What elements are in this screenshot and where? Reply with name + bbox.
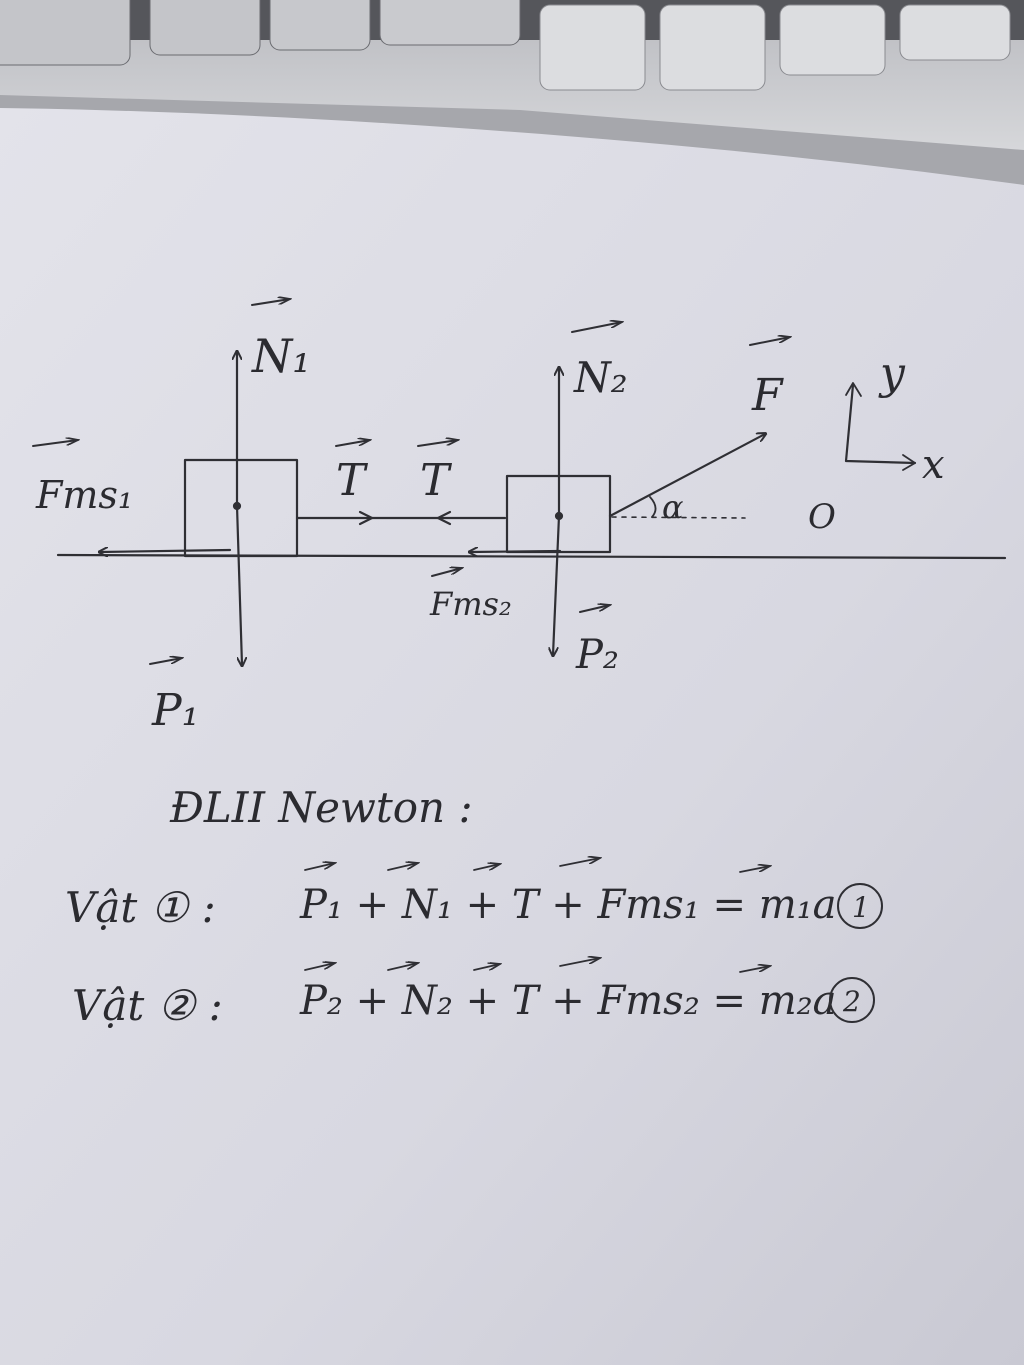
force-P2-arrow [553, 514, 561, 655]
angle-reference-line [611, 516, 746, 519]
equation-2: P₂ + N₂ + T + Fms₂ = m₂a [299, 978, 837, 1024]
label-F: F [751, 370, 784, 421]
equation-2-tag-circle [829, 977, 875, 1023]
vector-bars [32, 299, 790, 665]
label-T-right: T [420, 455, 453, 506]
label-axis-y: y [878, 348, 906, 399]
force-Fms1-arrow [100, 550, 232, 552]
label-axis-x: x [922, 442, 945, 488]
label-alpha: α [662, 488, 684, 526]
axes-icon [844, 383, 917, 465]
label-origin: O [808, 497, 836, 537]
equation-1-label: Vật ① : [65, 883, 216, 932]
label-N1: N₁ [251, 329, 311, 383]
equation-1-tag: 1 [852, 891, 870, 924]
equation-2-label: Vật ② : [72, 981, 223, 1030]
equation-1: P₁ + N₁ + T + Fms₁ = m₁a [299, 882, 837, 928]
force-F-arrow [608, 434, 765, 518]
equation-1-tag-circle [837, 883, 883, 929]
force-P1-arrow [235, 504, 242, 665]
label-N2: N₂ [573, 353, 628, 402]
block-1 [183, 458, 299, 558]
paper-sheet [0, 108, 1024, 1365]
equation-vector-bars [304, 858, 770, 973]
label-P2: P₂ [575, 632, 619, 678]
equation-2-tag: 2 [842, 985, 861, 1018]
label-T-left: T [336, 455, 369, 506]
force-diagram [56, 352, 1007, 665]
label-Fms1: Fms₁ [35, 473, 133, 517]
force-Fms2-arrow [470, 551, 562, 552]
label-Fms2: Fms₂ [429, 585, 512, 623]
notes-heading: ĐLII Newton : [169, 783, 473, 832]
label-P1: P₁ [151, 685, 199, 736]
